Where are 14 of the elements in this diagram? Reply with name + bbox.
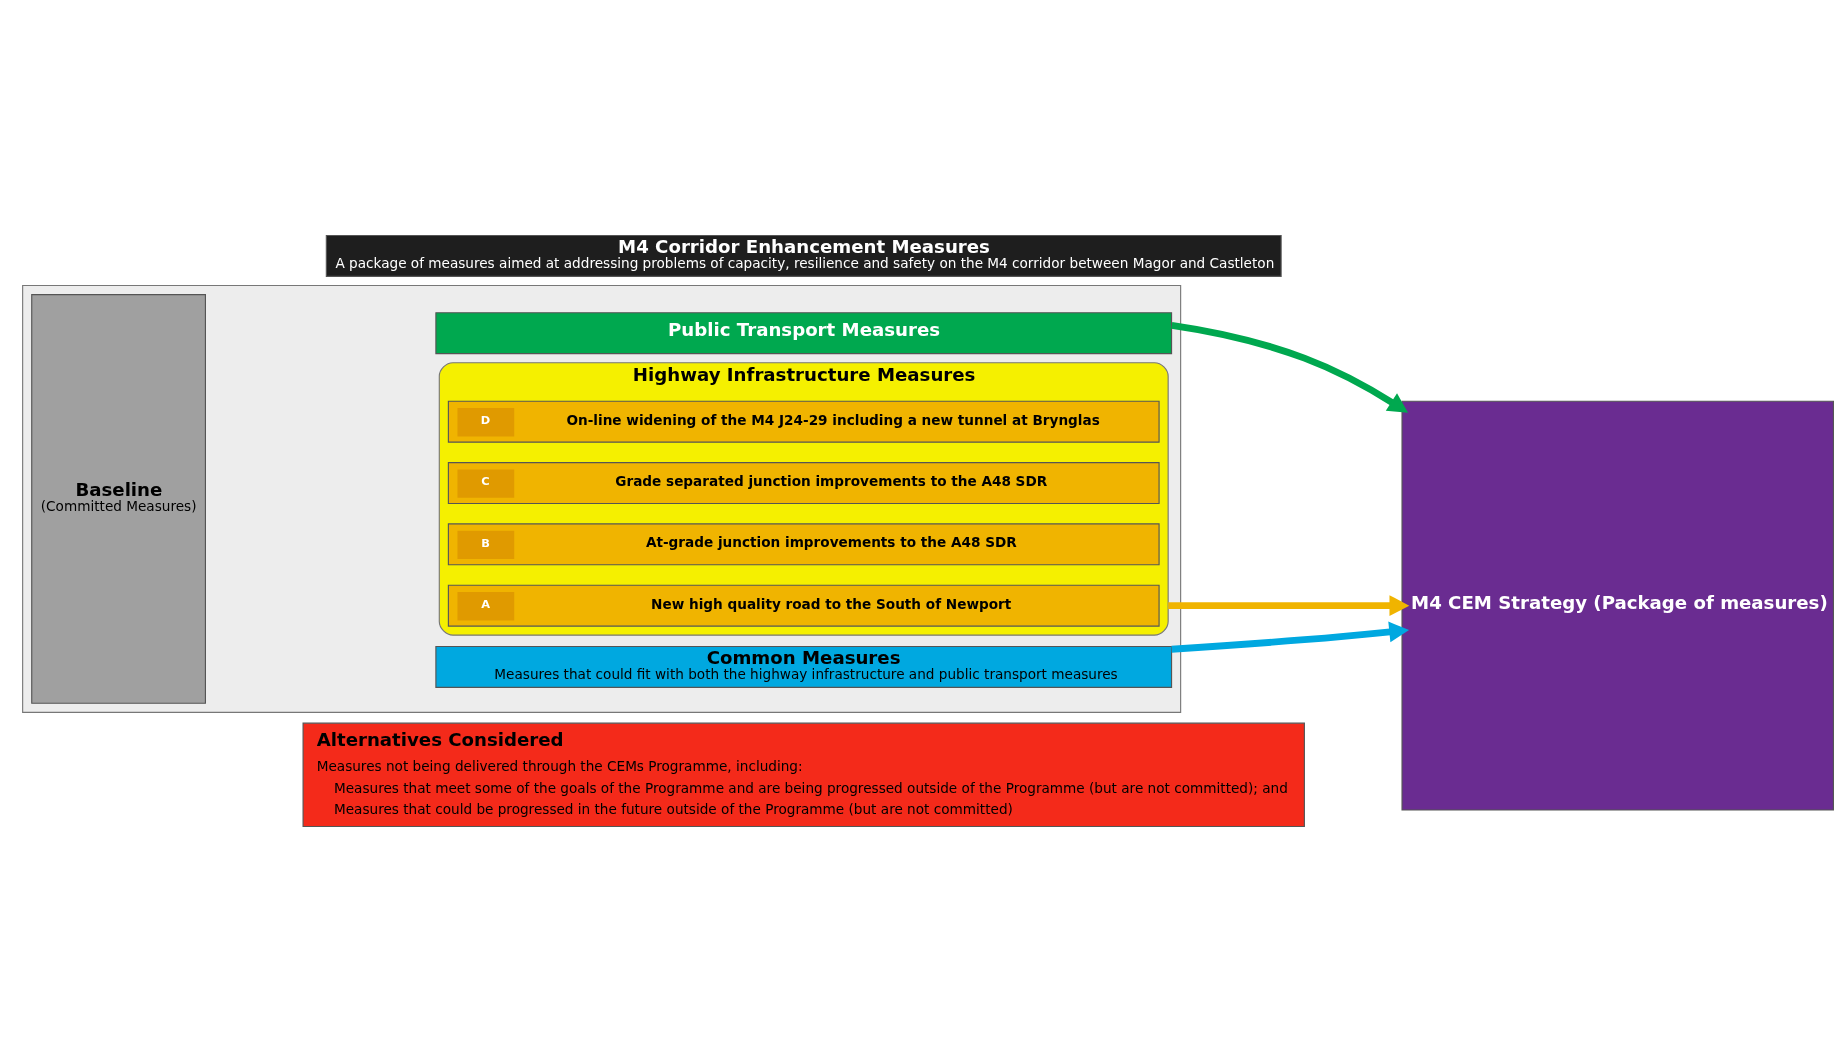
arrow (1168, 594, 1410, 616)
cluster (22, 284, 1182, 713)
node-box: Public Transport Measures (435, 311, 1173, 354)
node-box: B At-grade junction improvements to the A48 SDR (447, 522, 1160, 565)
node-box: Baseline (Committed Measures) (31, 293, 206, 704)
node-box: Alternatives Considered Measures not being delivered through the CEMs Programme, including: Measures that meet some of the goals of the Programme and are being progressed outside of the Programme (but are not committed); and Measures that could be progressed in the future outside of the Programme (but are not committed) (302, 722, 1305, 827)
node-box: Common Measures Measures that could fit with both the highway infrastructure and public transport measures (435, 645, 1173, 688)
node-box: C Grade separated junction improvements to the A48 SDR (447, 461, 1160, 504)
node-box: A New high quality road to the South of Newport (447, 584, 1160, 627)
arrow (1171, 621, 1410, 653)
node-box: M4 CEM Strategy (Package of measures) (1401, 400, 1834, 811)
node-box: D On-line widening of the M4 J24-29 including a new tunnel at Brynglas (447, 400, 1160, 443)
node-box: M4 Corridor Enhancement Measures A package of measures aimed at addressing problems of capacity, resilience and safety on the M4 corridor between Magor and Castleton (325, 234, 1282, 277)
arrow (1171, 321, 1409, 413)
